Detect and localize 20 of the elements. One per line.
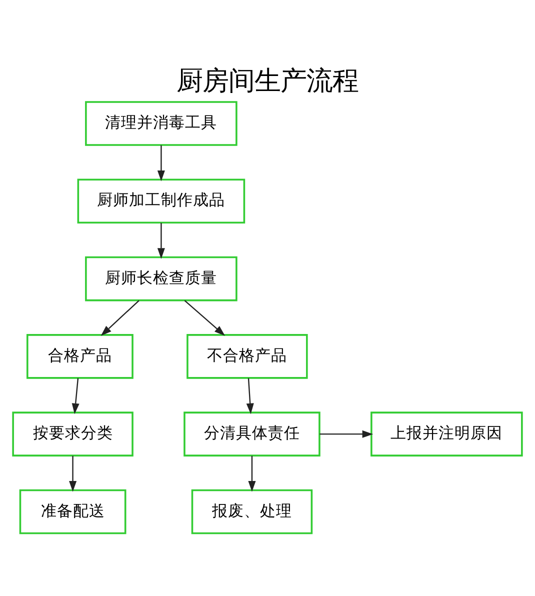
node-box: 报废、处理 bbox=[191, 488, 313, 534]
arrow bbox=[320, 430, 374, 438]
node-box: 准备配送 bbox=[19, 488, 126, 534]
arrow bbox=[100, 300, 140, 336]
node-box: 不合格产品 bbox=[186, 334, 308, 378]
arrow bbox=[157, 144, 165, 181]
node-box: 按要求分类 bbox=[12, 411, 134, 456]
node-box: 合格产品 bbox=[26, 334, 134, 378]
node-box: 上报并注明原因 bbox=[370, 411, 523, 456]
node-box: 厨师长检查质量 bbox=[85, 256, 238, 301]
arrow bbox=[72, 378, 80, 414]
diagram-title: 厨房间生产流程 bbox=[176, 66, 358, 96]
node-box: 厨师加工制作成品 bbox=[77, 178, 246, 224]
arrow bbox=[248, 455, 256, 492]
arrow bbox=[184, 300, 226, 336]
arrow bbox=[157, 222, 165, 258]
arrow bbox=[69, 455, 77, 492]
node-box: 清理并消毒工具 bbox=[85, 100, 238, 146]
arrow bbox=[246, 378, 254, 414]
node-box: 分清具体责任 bbox=[184, 411, 320, 456]
